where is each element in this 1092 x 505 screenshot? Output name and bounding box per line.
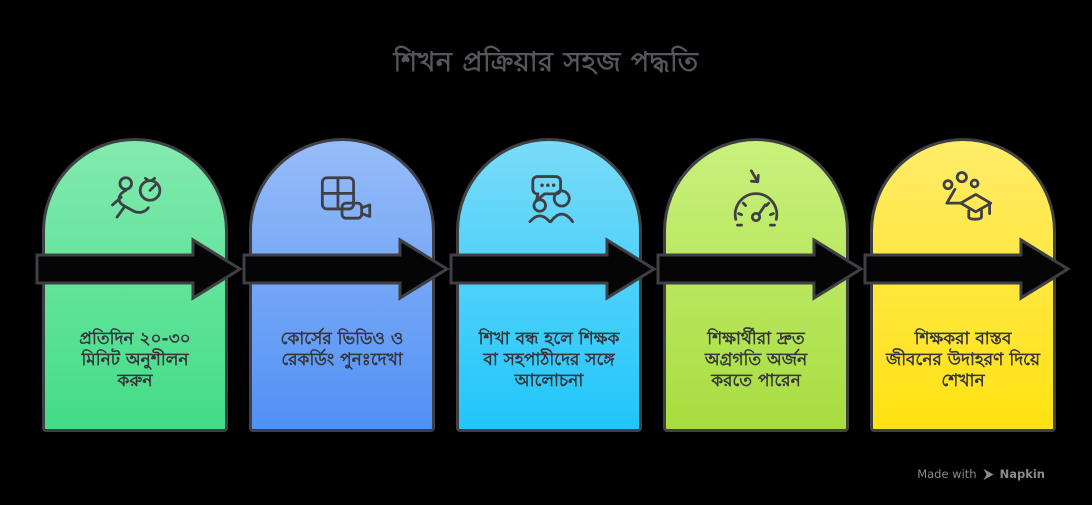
napkin-logo-icon [982, 468, 995, 481]
speedometer-icon [719, 165, 793, 239]
forward-arrow [863, 237, 1071, 301]
page-title: শিখন প্রক্রিয়ার সহজ পদ্ধতি [393, 47, 699, 78]
step-label: শিখা বন্ধ হলে শিক্ষক বা সহপাঠীদের সঙ্গে … [478, 329, 620, 392]
graduation-cap-icon [926, 165, 1000, 239]
steps-row: প্রতিদিন ২০-৩০ মিনিট অনুশীলন করুন কোর্সে… [35, 138, 1071, 432]
step-label: কোর্সের ভিডিও ও রেকর্ডিং পুনঃদেখা [280, 329, 404, 371]
video-recording-icon [305, 165, 379, 239]
step-card-discussion: শিখা বন্ধ হলে শিক্ষক বা সহপাঠীদের সঙ্গে … [449, 138, 657, 432]
step-label: শিক্ষকরা বাস্তব জীবনের উদাহরণ দিয়ে শেখা… [885, 329, 1040, 392]
runner-stopwatch-icon [98, 165, 172, 239]
step-card-examples: শিক্ষকরা বাস্তব জীবনের উদাহরণ দিয়ে শেখা… [863, 138, 1071, 432]
napkin-brand-text: Napkin [999, 467, 1045, 481]
forward-arrow [656, 237, 864, 301]
made-with-text: Made with [917, 467, 977, 481]
step-card-rewatch: কোর্সের ভিডিও ও রেকর্ডিং পুনঃদেখা [242, 138, 450, 432]
step-card-practice: প্রতিদিন ২০-৩০ মিনিট অনুশীলন করুন [35, 138, 243, 432]
step-label: শিক্ষার্থীরা দ্রুত অগ্রগতি অর্জন করতে পা… [704, 329, 808, 392]
step-card-progress: শিক্ষার্থীরা দ্রুত অগ্রগতি অর্জন করতে পা… [656, 138, 864, 432]
forward-arrow [242, 237, 450, 301]
forward-arrow [449, 237, 657, 301]
step-label: প্রতিদিন ২০-৩০ মিনিট অনুশীলন করুন [79, 329, 191, 392]
made-with-napkin[interactable]: Made with Napkin [917, 467, 1045, 481]
discussion-people-icon [512, 165, 586, 239]
forward-arrow [35, 237, 243, 301]
